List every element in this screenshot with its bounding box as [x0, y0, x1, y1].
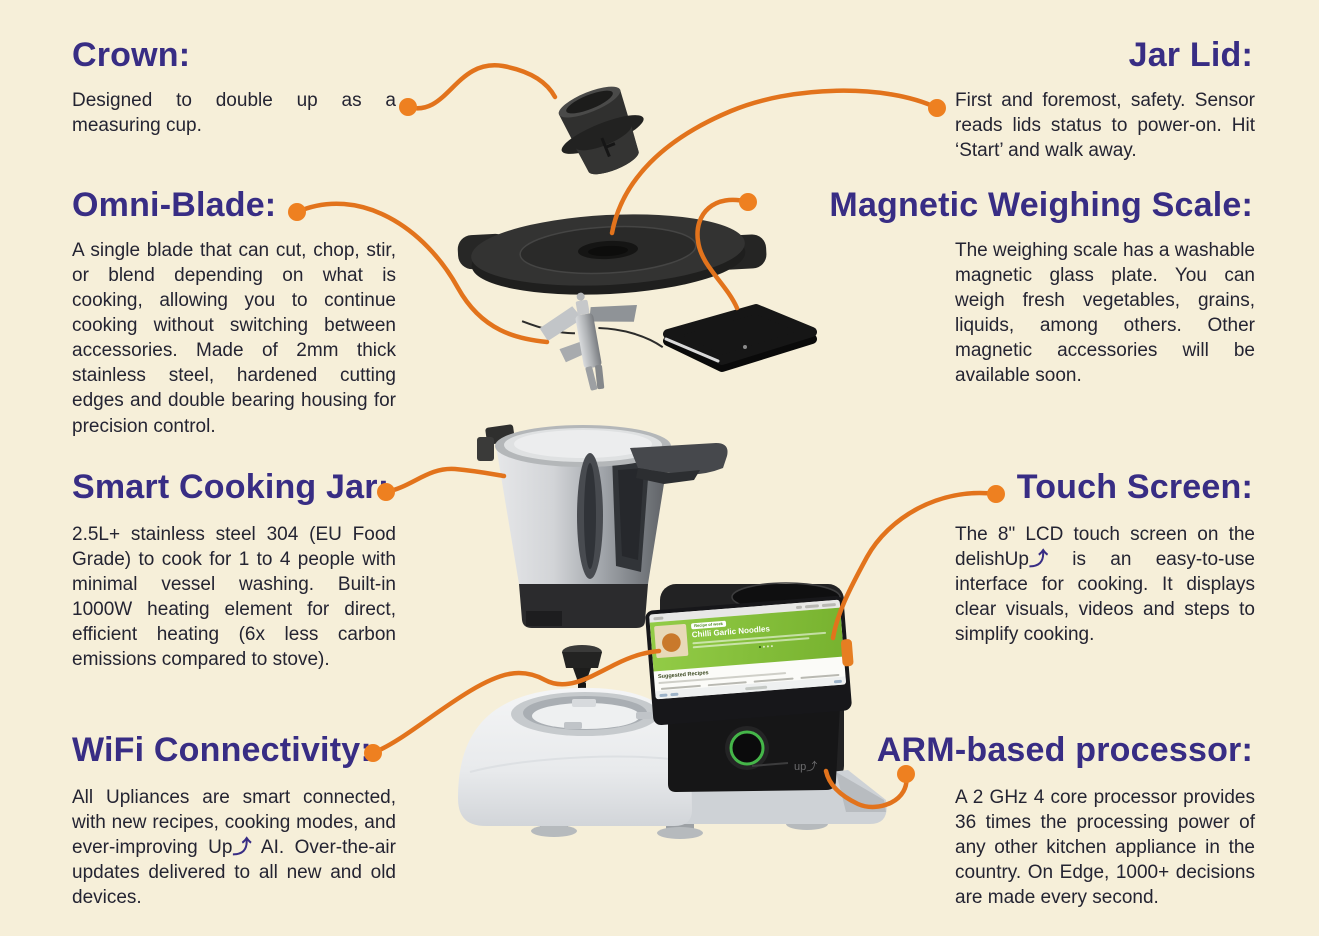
omni-blade-connector-line [294, 201, 550, 345]
wifi-body-post: AI. Over-the-air updates delivered to al… [72, 837, 396, 909]
wifi-connectivity-body: All Upliances are smart connected, with … [72, 785, 396, 910]
jar-lid-body: First and foremost, safety. Sensor reads… [955, 90, 1255, 162]
smart-cooking-jar-title: Smart Cooking Jar: [72, 468, 390, 506]
jar-lid-title: Jar Lid: [1128, 36, 1253, 74]
arm-processor-body: A 2 GHz 4 core processor provides 36 tim… [955, 787, 1255, 909]
wifi-connector-dot [364, 744, 382, 762]
up-arrow-glyph: ⤴ [232, 837, 252, 859]
crown-part [558, 86, 644, 175]
jar-lid-connector-dot [928, 99, 946, 117]
omni-blade-part [521, 292, 664, 391]
crown-title: Crown: [72, 36, 191, 74]
power-button [725, 726, 769, 770]
touch-body-pre: The 8" LCD touch screen on the delishUp [955, 524, 1255, 571]
arm-connector-dot [897, 765, 915, 783]
touch-screen-connector-dot [987, 485, 1005, 503]
jar-connector-line [383, 466, 507, 495]
wifi-body-pre: All Upliances are smart connected, with … [72, 787, 396, 859]
cooking-jar-part [477, 424, 728, 628]
omni-blade-title: Omni-Blade: [72, 186, 277, 224]
arm-connector-line [823, 768, 909, 810]
omni-blade-body: A single blade that can cut, chop, stir,… [72, 240, 396, 437]
omni-blade-connector-dot [288, 203, 306, 221]
touch-screen-title: Touch Screen: [1016, 468, 1253, 506]
jar-lid-part [457, 214, 767, 295]
scale-connector-line [695, 197, 751, 311]
jar-lid-connector-line [609, 88, 940, 236]
touch-screen-connector-line [830, 490, 999, 641]
magnetic-scale-title: Magnetic Weighing Scale: [829, 186, 1253, 224]
crown-connector-dot [399, 98, 417, 116]
crown-body: Designed to double up as a measuring cup… [72, 90, 396, 137]
magnetic-scale-body: The weighing scale has a washable magnet… [955, 240, 1255, 387]
wifi-connector-line [370, 648, 662, 756]
arm-processor-title: ARM-based processor: [876, 731, 1253, 769]
smart-cooking-jar-body: 2.5L+ stainless steel 304 (EU Food Grade… [72, 524, 396, 671]
weighing-scale-part [663, 304, 817, 372]
jar-recess [511, 692, 659, 736]
touch-screen-body: The 8" LCD touch screen on the delishUp⤴… [955, 522, 1255, 647]
crown-connector-line [405, 63, 558, 111]
touch-body-post: is an easy-to-use interface for cooking.… [955, 549, 1255, 646]
wifi-connectivity-title: WiFi Connectivity: [72, 731, 372, 769]
up-arrow-glyph: ⤴ [1028, 549, 1048, 571]
brand-logo: up⤴ [794, 759, 817, 773]
jar-connector-dot [377, 483, 395, 501]
scale-connector-dot [739, 193, 757, 211]
